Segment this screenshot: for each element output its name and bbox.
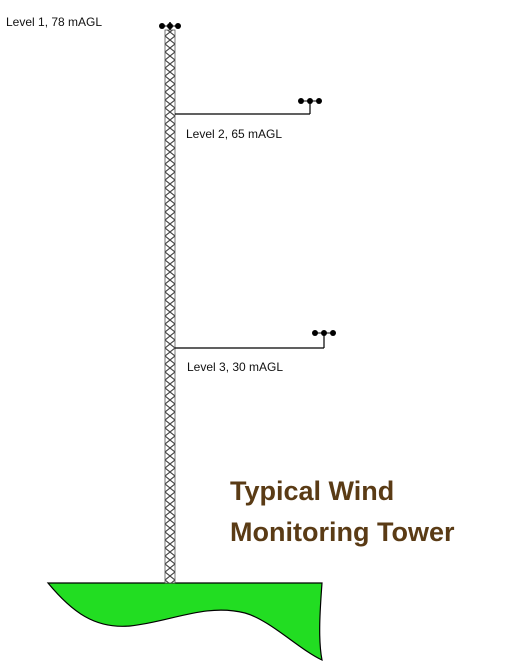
level-2-label: Level 2, 65 mAGL — [186, 127, 283, 141]
diagram-title-line-2: Monitoring Tower — [230, 517, 455, 547]
level-3-label: Level 3, 30 mAGL — [187, 360, 284, 374]
level-1-sensor-icon — [159, 22, 181, 30]
tower-mast — [164, 29, 176, 584]
diagram-title-line-1: Typical Wind — [230, 476, 395, 506]
ground-base — [46, 582, 323, 662]
level-1-label: Level 1, 78 mAGL — [6, 15, 103, 29]
level-2-sensor-icon — [298, 98, 322, 114]
level-3-sensor-icon — [312, 330, 336, 348]
